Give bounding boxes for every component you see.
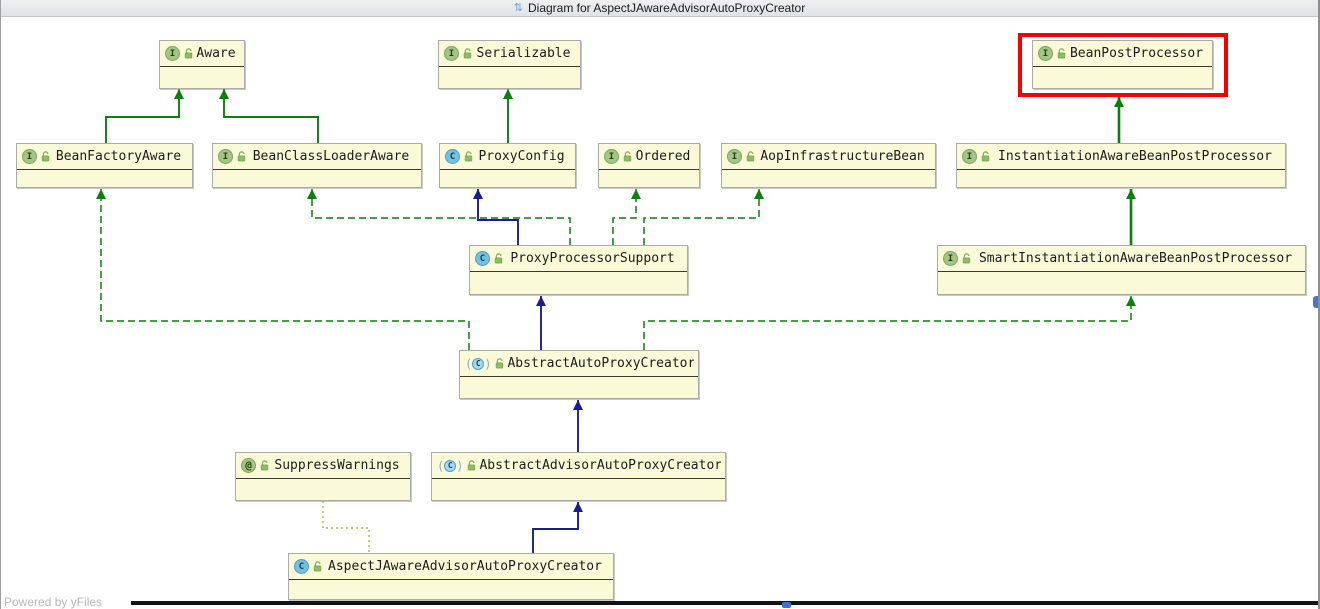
- node-header: C AspectJAwareAdvisorAutoProxyCreator: [289, 554, 613, 580]
- interface-icon: I: [22, 149, 37, 164]
- node-label: AopInfrastructureBean: [760, 149, 925, 164]
- lock-icon: [746, 151, 756, 162]
- node-header: @ SuppressWarnings: [236, 453, 410, 479]
- lock-icon: [623, 151, 633, 162]
- class-node-bean-class-loader-aware[interactable]: I BeanClassLoaderAware: [212, 143, 422, 188]
- node-label: Serializable: [476, 46, 571, 61]
- node-header: I BeanClassLoaderAware: [213, 144, 421, 170]
- selection-highlight: [1018, 33, 1228, 97]
- edge-ProxyProcessorSupport-to-ProxyConfig: [473, 189, 519, 245]
- class-node-smart-instantiation-aware-bean-post-processor[interactable]: I SmartInstantiationAwareBeanPostProcesso…: [937, 245, 1306, 295]
- class-node-aspectj-aware-advisor-auto-proxy-creator[interactable]: C AspectJAwareAdvisorAutoProxyCreator: [288, 553, 614, 600]
- bottom-window-edge: [131, 601, 1318, 605]
- node-header: I BeanFactoryAware: [17, 144, 192, 170]
- edge-SuppressWarnings-to-AspectJAwareAdvisorAutoProxyCreator: [322, 501, 370, 553]
- node-header: I SmartInstantiationAwareBeanPostProcesso…: [938, 246, 1305, 272]
- taskbar-peek-dot: [782, 602, 791, 608]
- diagram-icon: ⇅: [513, 1, 523, 14]
- interface-icon: I: [727, 149, 742, 164]
- edge-ProxyProcessorSupport-to-BeanClassLoaderAware: [307, 189, 571, 245]
- lock-icon: [1057, 48, 1067, 59]
- edge-AbstractAutoProxyCreator-to-SmartInstantiationAwareBeanPostProcessor: [643, 296, 1136, 350]
- node-label: BeanPostProcessor: [1069, 46, 1204, 61]
- node-label: ProxyConfig: [478, 149, 565, 164]
- window-title: Diagram for AspectJAwareAdvisorAutoProxy…: [527, 1, 806, 15]
- titlebar: ⇅ Diagram for AspectJAwareAdvisorAutoPro…: [1, 0, 1318, 17]
- edge-ProxyProcessorSupport-to-Ordered: [612, 189, 641, 245]
- class-node-bean-post-processor[interactable]: I BeanPostProcessor: [1032, 40, 1213, 89]
- node-label: InstantiationAwareBeanPostProcessor: [998, 149, 1272, 164]
- interface-icon: I: [943, 251, 958, 266]
- node-header: (C) AbstractAdvisorAutoProxyCreator: [432, 453, 725, 479]
- node-label: AspectJAwareAdvisorAutoProxyCreator: [328, 559, 602, 574]
- lock-icon: [41, 151, 51, 162]
- yfiles-watermark: Powered by yFiles: [4, 595, 103, 609]
- class-node-instantiation-aware-bean-post-processor[interactable]: I InstantiationAwareBeanPostProcessor: [956, 143, 1286, 188]
- interface-icon: I: [1038, 46, 1053, 61]
- class-icon: C: [294, 559, 309, 574]
- node-label: Ordered: [635, 149, 691, 164]
- node-header: I BeanPostProcessor: [1033, 41, 1212, 67]
- node-label: AbstractAdvisorAutoProxyCreator: [479, 458, 721, 473]
- node-header: I AopInfrastructureBean: [722, 144, 935, 170]
- node-header: C ProxyConfig: [440, 144, 575, 170]
- lock-icon: [313, 561, 323, 572]
- abstract-class-icon: (C): [465, 356, 492, 371]
- lock-icon: [494, 253, 504, 264]
- class-node-proxy-processor-support[interactable]: C ProxyProcessorSupport: [469, 245, 688, 295]
- class-icon: C: [445, 149, 460, 164]
- lock-icon: [463, 48, 473, 59]
- interface-icon: I: [444, 46, 459, 61]
- node-header: C ProxyProcessorSupport: [470, 246, 687, 272]
- abstract-class-icon: (C): [437, 458, 464, 473]
- interface-icon: I: [604, 149, 619, 164]
- edge-AspectJAwareAdvisorAutoProxyCreator-to-AbstractAdvisorAutoProxyCreator: [532, 502, 583, 553]
- class-node-aop-infrastructure-bean[interactable]: I AopInfrastructureBean: [721, 143, 936, 188]
- node-header: (C) AbstractAutoProxyCreator: [460, 351, 698, 377]
- node-label: Aware: [196, 46, 236, 61]
- node-label: BeanFactoryAware: [55, 149, 182, 164]
- node-header: I Ordered: [599, 144, 699, 170]
- interface-icon: I: [962, 149, 977, 164]
- node-header: I Serializable: [439, 41, 580, 67]
- interface-icon: I: [165, 46, 180, 61]
- class-node-bean-factory-aware[interactable]: I BeanFactoryAware: [16, 143, 193, 188]
- lock-icon: [184, 48, 194, 59]
- lock-icon: [467, 460, 477, 471]
- node-label: BeanClassLoaderAware: [252, 149, 410, 164]
- node-label: SuppressWarnings: [274, 458, 400, 473]
- class-node-aware[interactable]: I Aware: [159, 40, 245, 89]
- class-icon: C: [475, 251, 490, 266]
- annotation-icon: @: [241, 458, 256, 473]
- class-node-suppress-warnings[interactable]: @ SuppressWarnings: [235, 452, 411, 501]
- class-node-ordered[interactable]: I Ordered: [598, 143, 700, 188]
- lock-icon: [962, 253, 972, 264]
- node-header: I InstantiationAwareBeanPostProcessor: [957, 144, 1285, 170]
- edge-BeanFactoryAware-to-Aware: [105, 89, 184, 143]
- class-node-abstract-auto-proxy-creator[interactable]: (C) AbstractAutoProxyCreator: [459, 350, 699, 399]
- node-label: SmartInstantiationAwareBeanPostProcessor: [978, 251, 1293, 266]
- lock-icon: [464, 151, 474, 162]
- node-label: ProxyProcessorSupport: [510, 251, 675, 266]
- lock-icon: [495, 358, 505, 369]
- lock-icon: [981, 151, 991, 162]
- class-node-proxy-config[interactable]: C ProxyConfig: [439, 143, 576, 188]
- edge-ProxyProcessorSupport-to-AopInfrastructureBean: [643, 189, 764, 245]
- vertical-scrollbar-thumb[interactable]: [1313, 296, 1318, 308]
- class-node-abstract-advisor-auto-proxy-creator[interactable]: (C) AbstractAdvisorAutoProxyCreator: [431, 452, 726, 501]
- edge-BeanClassLoaderAware-to-Aware: [219, 89, 319, 143]
- lock-icon: [237, 151, 247, 162]
- class-node-serializable[interactable]: I Serializable: [438, 40, 581, 89]
- lock-icon: [260, 460, 270, 471]
- node-label: AbstractAutoProxyCreator: [507, 356, 694, 371]
- interface-icon: I: [218, 149, 233, 164]
- edge-AbstractAutoProxyCreator-to-BeanFactoryAware: [96, 189, 470, 350]
- node-header: I Aware: [160, 41, 244, 67]
